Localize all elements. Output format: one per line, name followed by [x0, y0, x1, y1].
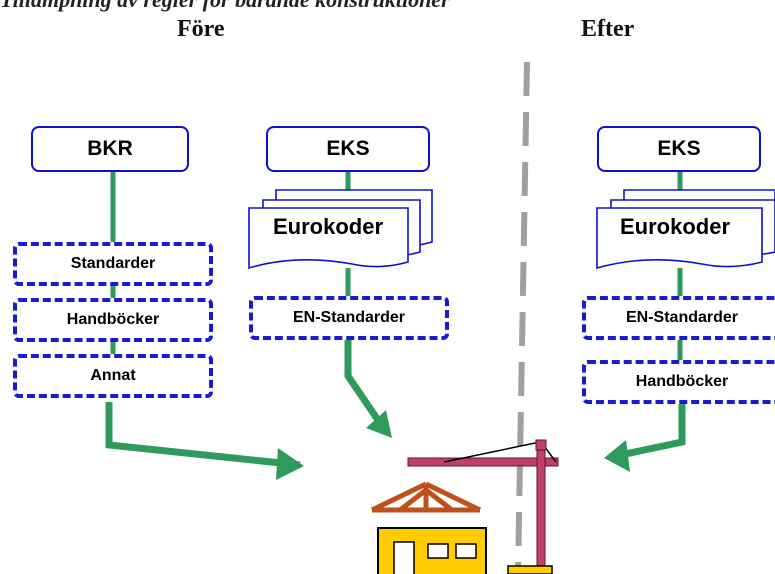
- before-after-divider: [515, 61, 530, 574]
- eurokoder-label-before: Eurokoder: [273, 214, 384, 239]
- eks-box-before: EKS: [266, 126, 430, 172]
- crane-mast: [536, 445, 546, 574]
- bkr-box: BKR: [31, 126, 189, 172]
- arrowhead-bkr: [276, 448, 304, 480]
- bkr-label: BKR: [87, 137, 133, 160]
- en-standarder-before: EN-Standarder: [249, 296, 449, 340]
- building-door: [393, 541, 415, 574]
- en-standarder-after: EN-Standarder: [582, 296, 775, 340]
- arrow-after-to-site: [615, 404, 686, 460]
- bkr-item-annat: Annat: [13, 354, 213, 398]
- eurokoder-label-after: Eurokoder: [620, 214, 731, 239]
- bkr-item-label: Handböcker: [66, 311, 160, 328]
- doc-stack-before-front: [248, 207, 409, 270]
- header-after: Efter: [581, 16, 635, 42]
- crane-cable-left: [443, 441, 541, 463]
- building-window-2: [455, 543, 477, 559]
- arrowhead-eks: [366, 410, 392, 438]
- eks-label: EKS: [657, 137, 701, 160]
- building-window-1: [427, 543, 449, 559]
- roof-truss: [370, 481, 482, 513]
- arrowhead-after: [604, 440, 630, 472]
- en-standarder-label: EN-Standarder: [292, 309, 406, 326]
- crane-base: [507, 565, 553, 574]
- crane-top: [535, 439, 547, 451]
- crane-jib: [407, 457, 559, 467]
- handbocker-label: Handböcker: [635, 373, 729, 390]
- header-before: Före: [177, 16, 225, 42]
- arrow-bkr-to-site: [105, 402, 301, 469]
- en-standarder-label: EN-Standarder: [625, 309, 739, 326]
- bkr-item-handbocker: Handböcker: [13, 298, 213, 342]
- bkr-item-label: Annat: [90, 367, 136, 384]
- construction-site: [370, 439, 559, 574]
- arrow-eks-to-site: [344, 340, 385, 428]
- doc-stack-after-front: [596, 207, 763, 270]
- handbocker-after: Handböcker: [582, 360, 775, 404]
- eks-label: EKS: [326, 137, 370, 160]
- eks-box-after: EKS: [597, 126, 761, 172]
- figure-caption: Tillämpning av regler för bärande konstr…: [0, 0, 775, 13]
- bkr-item-standarder: Standarder: [13, 242, 213, 286]
- bkr-item-label: Standarder: [70, 255, 156, 272]
